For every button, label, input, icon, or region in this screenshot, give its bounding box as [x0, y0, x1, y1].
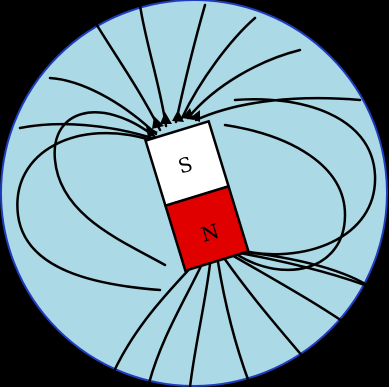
magnetic-field-diagram: S N [0, 0, 389, 387]
